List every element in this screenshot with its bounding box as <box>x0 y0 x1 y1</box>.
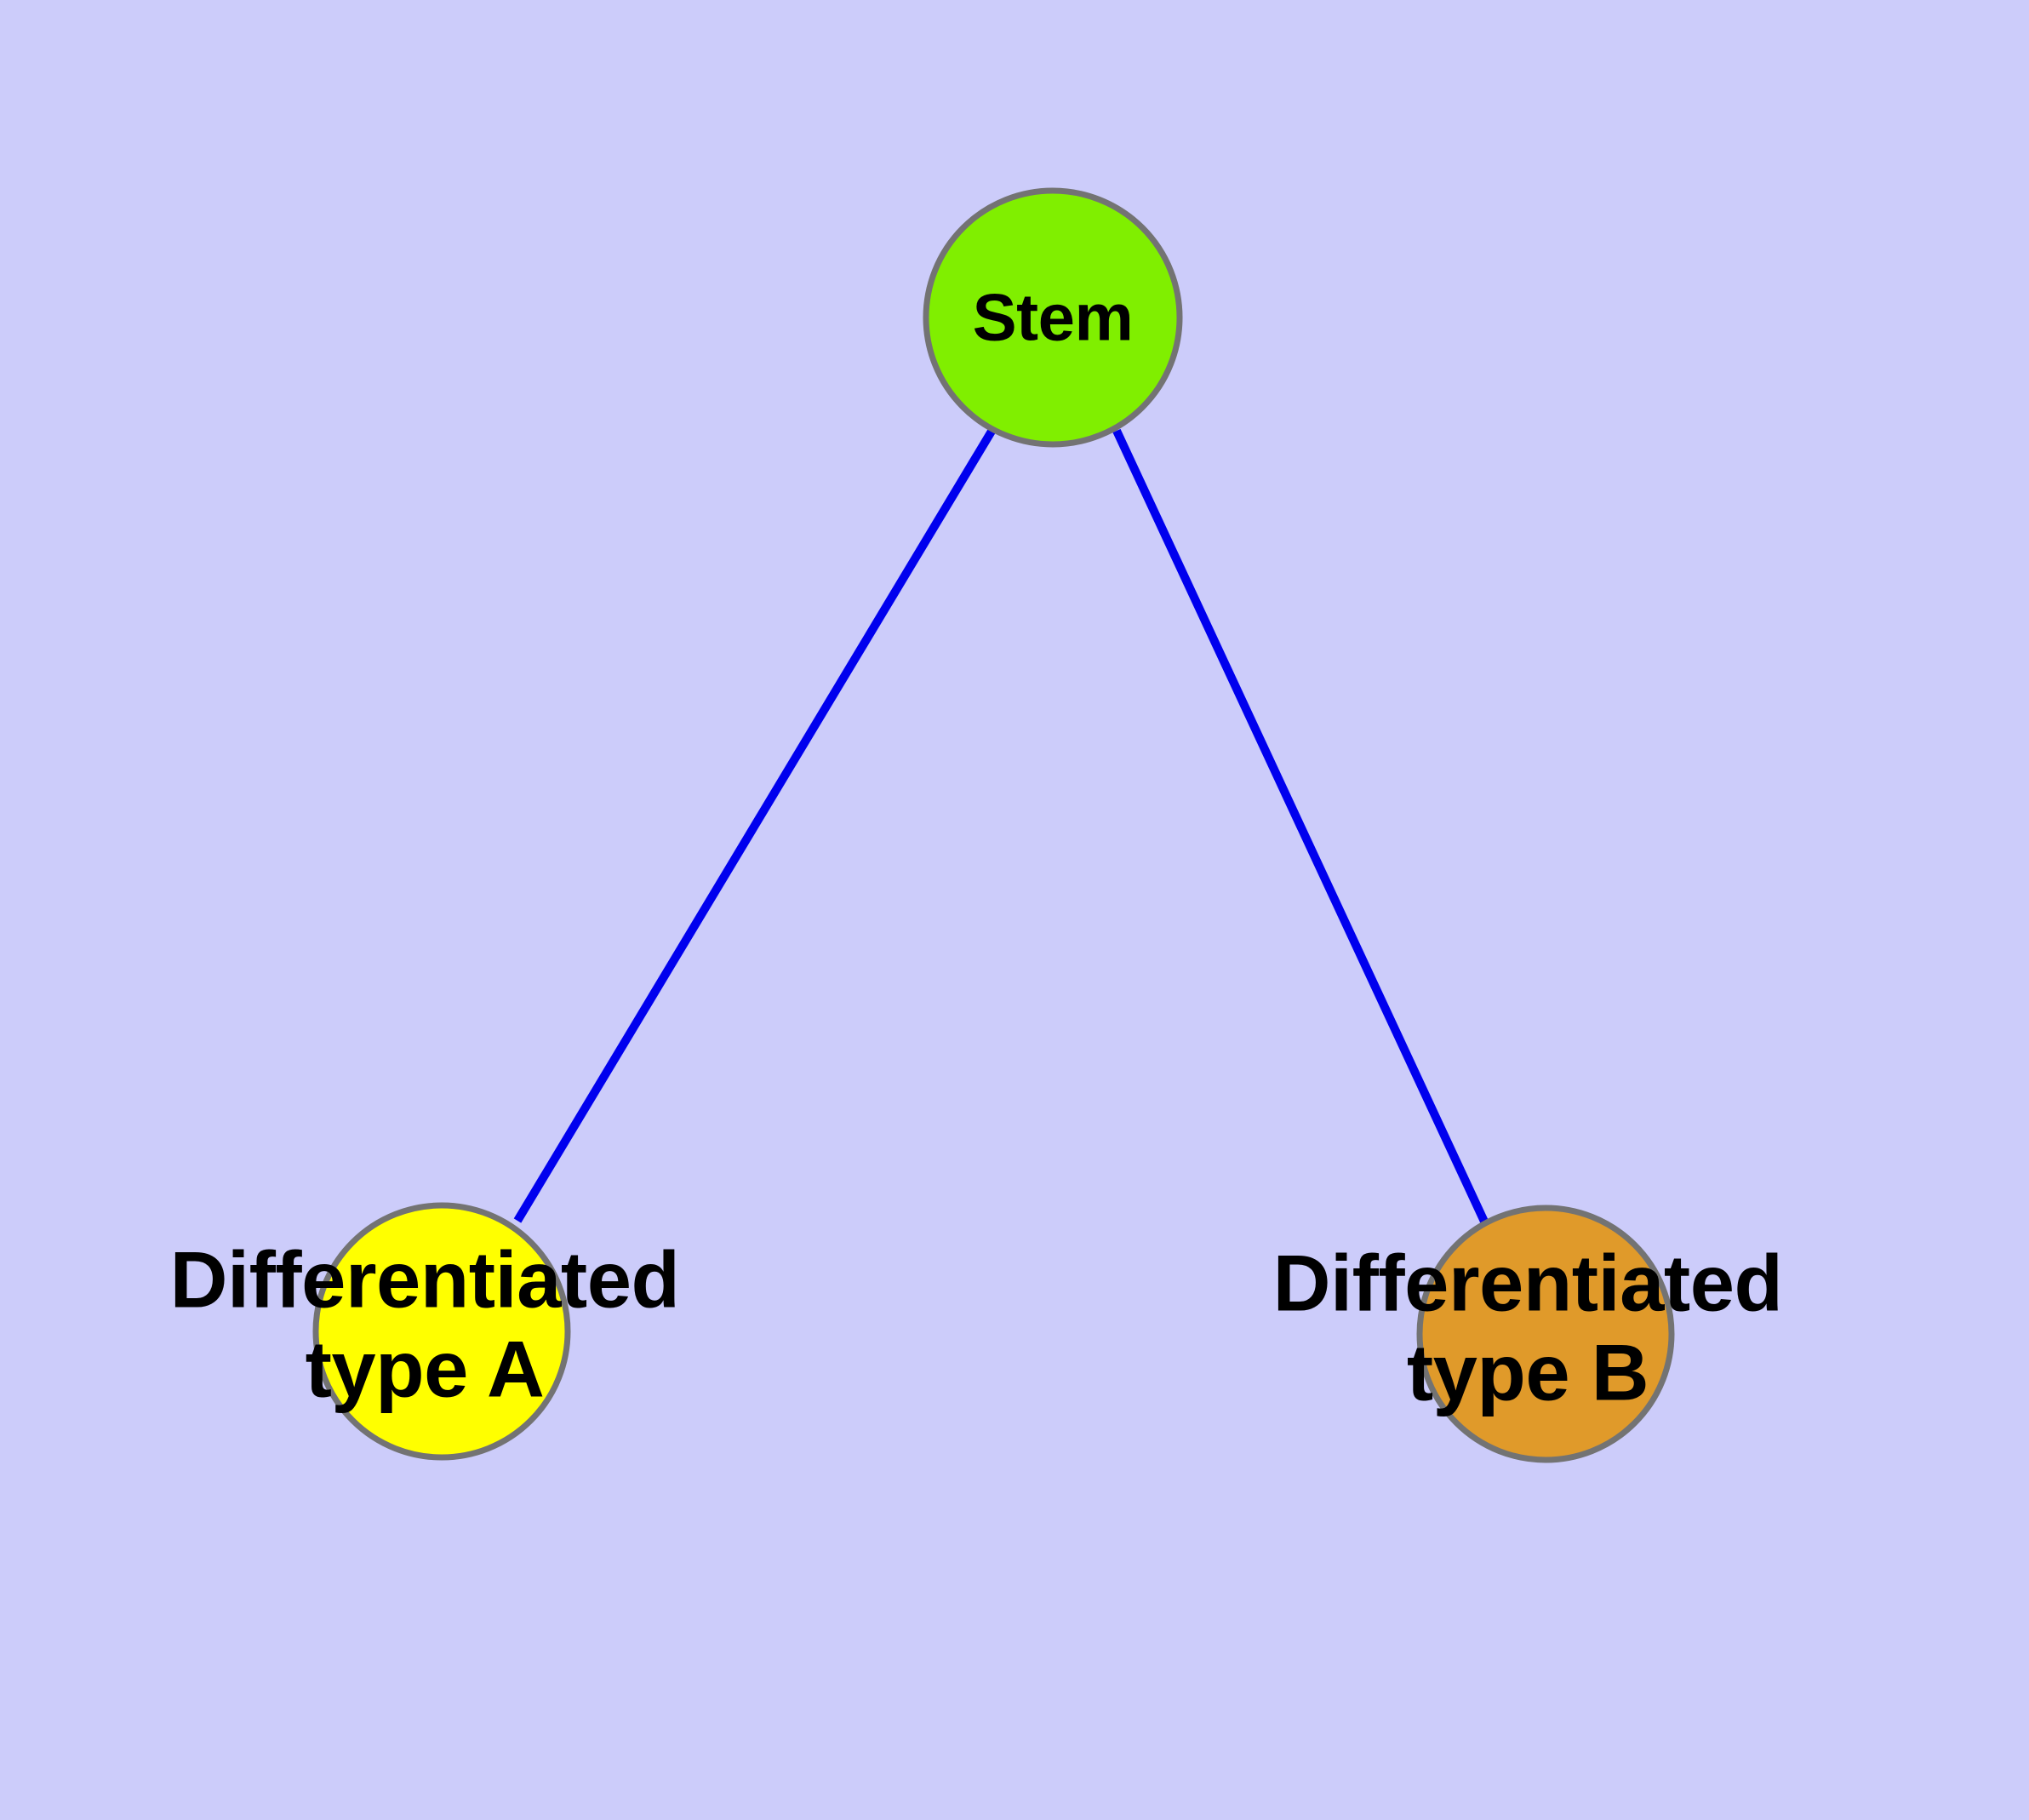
node-differentiated-type-a[interactable] <box>312 1202 571 1461</box>
node-layer <box>312 187 1675 1463</box>
edge-stem-to-differentiated-type-b[interactable] <box>1112 428 1489 1226</box>
edge-stem-to-differentiated-type-a[interactable] <box>513 427 997 1223</box>
node-differentiated-type-b[interactable] <box>1416 1205 1675 1463</box>
node-stem[interactable] <box>923 187 1183 448</box>
edge-layer <box>513 427 1489 1226</box>
